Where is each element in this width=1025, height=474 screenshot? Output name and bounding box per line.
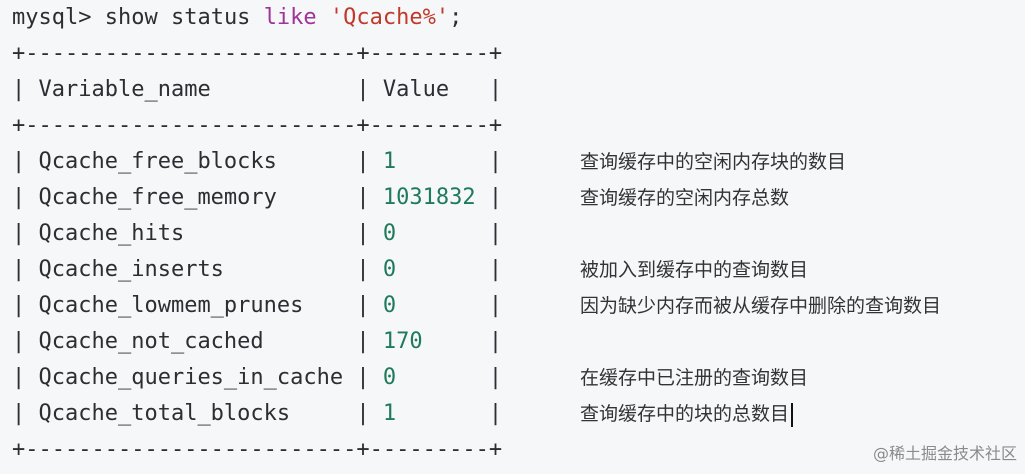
table-row: | Qcache_hits | 0 | [12,221,503,246]
table-row: | Qcache_lowmem_prunes | 0 | [12,293,503,318]
row-value: 0 [382,365,397,390]
table-border-mid: +-------------------------+---------+ [12,113,503,138]
row-value: 170 [382,329,423,354]
header-value: Value [382,77,450,102]
row-value: 1 [382,149,397,174]
row-name: Qcache_total_blocks [38,401,291,426]
annotation-total-blocks: 查询缓存中的块的总数目 [580,396,794,432]
table-header: | Variable_name | Value | [12,77,503,102]
row-name: Qcache_free_blocks [38,149,277,174]
row-name: Qcache_lowmem_prunes [38,293,304,318]
table-row: | Qcache_free_memory | 1031832 | [12,185,503,210]
row-value: 0 [382,293,397,318]
row-value: 0 [382,257,397,282]
command-end: ; [449,5,463,30]
command-show: show status [104,5,251,30]
table-row: | Qcache_inserts | 0 | [12,257,503,282]
table-border-top: +-------------------------+---------+ [12,41,503,66]
row-name: Qcache_queries_in_cache [38,365,344,390]
row-name: Qcache_inserts [38,257,224,282]
header-variable-name: Variable_name [38,77,211,102]
annotation-lowmem-prunes: 因为缺少内存而被从缓存中删除的查询数目 [580,295,942,317]
command-line: mysql> show status like 'Qcache%'; [12,0,462,36]
annotation-inserts: 被加入到缓存中的查询数目 [580,259,809,281]
prompt: mysql> [12,5,92,30]
table-row: | Qcache_not_cached | 170 | [12,329,503,354]
row-name: Qcache_free_memory [38,185,277,210]
row-value: 1031832 [382,185,476,210]
row-value: 1 [382,401,397,426]
table-border-bottom: +-------------------------+---------+ [12,437,503,462]
watermark: @稀土掘金技术社区 [872,444,1017,463]
command-like: like [263,5,317,30]
command-pattern: 'Qcache%' [329,5,450,30]
annotation-free-memory: 查询缓存的空闲内存总数 [580,187,790,209]
row-name: Qcache_hits [38,221,185,246]
table-row: | Qcache_free_blocks | 1 | [12,149,503,174]
row-value: 0 [382,221,397,246]
annotation-free-blocks: 查询缓存中的空闲内存块的数目 [580,151,847,173]
text-cursor [791,402,794,427]
annotation-queries-in-cache: 在缓存中已注册的查询数目 [580,367,809,389]
table-row: | Qcache_queries_in_cache | 0 | [12,365,503,390]
table-row: | Qcache_total_blocks | 1 | [12,401,503,426]
row-name: Qcache_not_cached [38,329,264,354]
annotation-total-blocks-text: 查询缓存中的块的总数目 [580,403,790,425]
